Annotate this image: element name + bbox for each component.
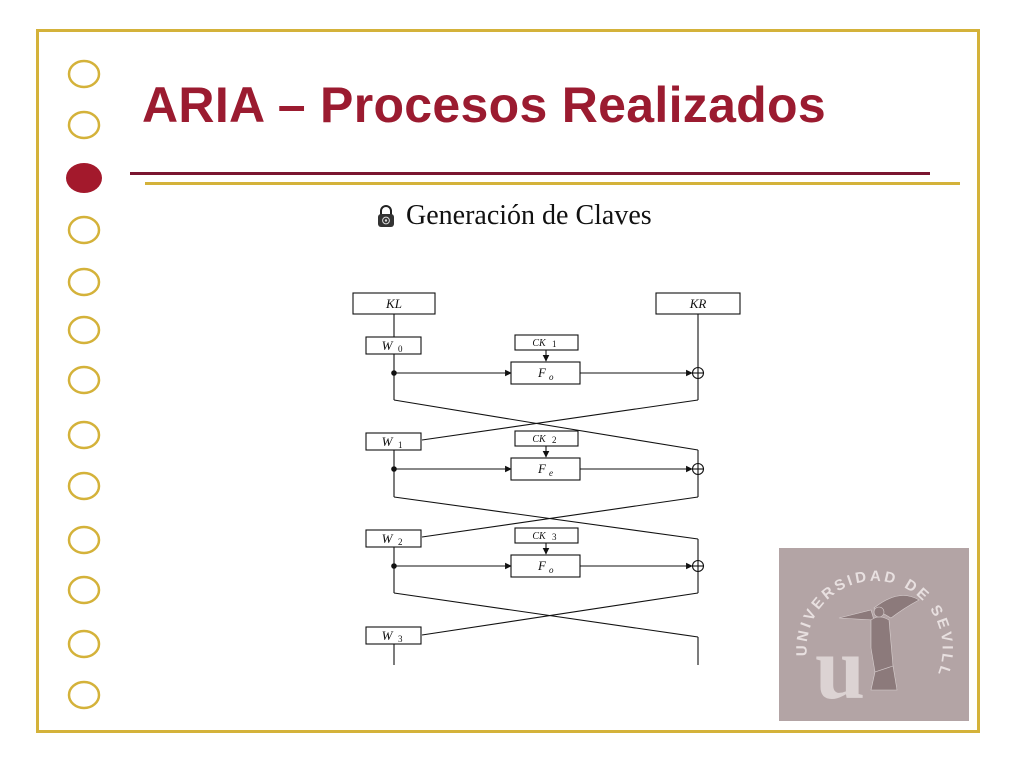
w3-box [365,626,422,645]
ring-icon [67,629,101,659]
ring-icon [67,420,101,450]
ring-icon [67,575,101,605]
w3-sub: 3 [398,634,403,644]
kr-label: KR [689,296,707,311]
f1-label: F [537,365,547,380]
title-rule-gold [145,182,960,185]
ck2-sub: 2 [552,435,557,445]
f3-label: F [537,558,547,573]
key-generation-diagram: KL KR W 0 W 1 W 2 W 3 CK 1 CK 2 CK 3 F o… [352,292,741,665]
ring-icon [67,59,101,89]
w2-sub: 2 [398,537,403,547]
logo-monogram: u [815,619,865,718]
w0-sub: 0 [398,344,403,354]
lock-icon [378,205,394,227]
ck3-sub: 3 [552,532,557,542]
w2-box [365,529,422,548]
page-title: ARIA – Procesos Realizados [142,77,826,133]
ring-icon [67,680,101,710]
ring-icon [67,525,101,555]
ring-icon [67,365,101,395]
ring-icon [67,267,101,297]
ring-icon [67,110,101,140]
w1-box [365,432,422,451]
bullet-item: Generación de Claves [376,200,652,232]
ck2-box [514,430,579,447]
ck2-label: CK [532,434,547,445]
ck1-label: CK [532,338,547,349]
kl-label: KL [385,296,402,311]
f2-sub: e [549,468,553,478]
bullet-text: Generación de Claves [406,200,652,231]
angel-figure-icon [838,595,920,691]
active-ring-icon [66,163,102,193]
w3-label: W [382,628,394,643]
ck1-sub: 1 [552,339,557,349]
title-rule-dark [130,172,930,175]
w2-label: W [382,531,394,546]
w0-label: W [382,338,394,353]
ring-icon [67,215,101,245]
ring-icon [67,315,101,345]
university-logo: UNIVERSIDAD DE SEVILLA u [779,548,969,721]
w1-sub: 1 [398,440,403,450]
f3-sub: o [549,565,554,575]
ring-icon [67,471,101,501]
slide-frame [36,29,980,733]
f1-sub: o [549,372,554,382]
f2-label: F [537,461,547,476]
ck3-box [514,527,579,544]
ck3-label: CK [532,531,547,542]
ring-binder-decoration [66,59,102,710]
w0-box [365,336,422,355]
ck1-box [514,334,579,351]
w1-label: W [382,434,394,449]
